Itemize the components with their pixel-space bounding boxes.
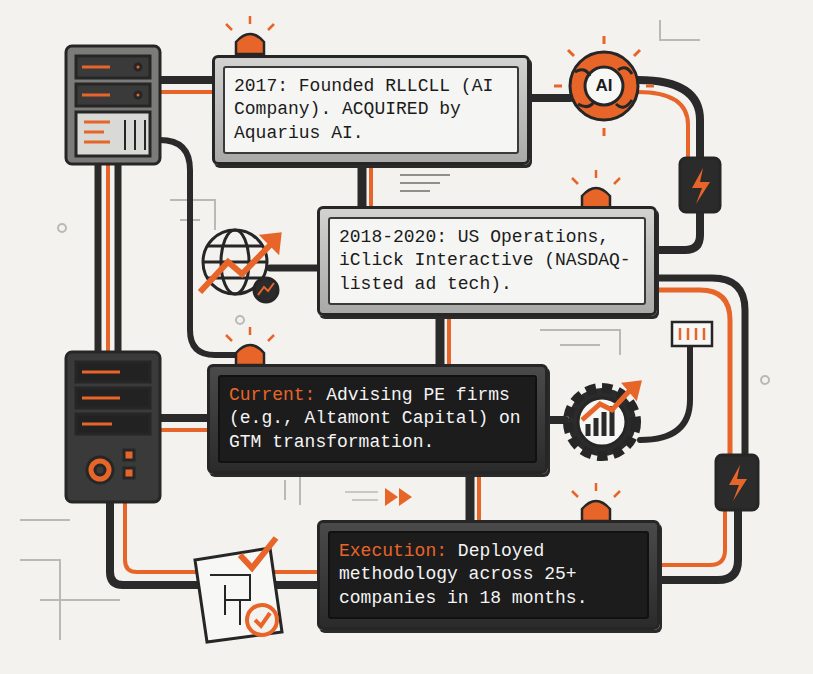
- box-text: 2018-2020: US Operations, iClick Interac…: [339, 227, 631, 294]
- server-rack-part: [82, 67, 110, 142]
- server-rack-part: [135, 92, 141, 98]
- gear-chart-icon-part: [568, 388, 636, 456]
- cables-part: [638, 80, 700, 158]
- server-rack-part: [135, 64, 141, 70]
- blueprint-checklist-part: [255, 613, 270, 626]
- alarm-lamps-part: [582, 188, 610, 208]
- cable-outer: [436, 316, 445, 364]
- lightning-box-part: [680, 158, 720, 212]
- text-screen: Current:Advising PE firms (e.g., Altamon…: [218, 375, 537, 463]
- globe-growth-icon: [200, 230, 280, 302]
- alarm-lamps-part: [236, 345, 264, 365]
- cables-part: [657, 290, 730, 455]
- light-panel-box: 2018-2020: US Operations, iClick Interac…: [317, 206, 657, 316]
- box-heading: Execution:: [339, 541, 447, 561]
- server-rack-part: [124, 468, 134, 478]
- cables-part: [657, 212, 700, 250]
- fast-forward-icon: [345, 488, 412, 506]
- box-heading: Current:: [229, 385, 315, 405]
- fast-forward-icon-part: [345, 492, 378, 500]
- ai-brain-icon: [554, 36, 654, 136]
- text-screen: 2018-2020: US Operations, iClick Interac…: [328, 217, 646, 305]
- blueprint-checklist-part: [247, 605, 277, 635]
- circuit-traces-part: [58, 224, 66, 232]
- cables-part: [638, 92, 688, 158]
- cables-part: [657, 278, 745, 455]
- cable-outer: [358, 165, 367, 206]
- circuit-traces-part: [236, 316, 244, 324]
- cable-connector: [362, 165, 371, 206]
- blueprint-checklist-part: [240, 538, 276, 568]
- icon-label: AI: [596, 76, 613, 96]
- blueprint-checklist-part: [210, 575, 250, 625]
- gear-chart-icon-part: [582, 388, 632, 420]
- cables-part: [640, 345, 690, 440]
- cable-inner: [447, 316, 451, 364]
- lightning-box-part: [729, 465, 747, 501]
- circuit-traces-part: [761, 376, 769, 384]
- cable-outer: [466, 474, 475, 520]
- cable-inner: [477, 474, 481, 520]
- ai-brain-icon-part: [585, 67, 623, 105]
- ai-brain-icon-part: [575, 68, 632, 107]
- cables-part: [548, 416, 565, 424]
- globe-growth-icon-part: [254, 278, 278, 302]
- globe-growth-icon-part: [258, 283, 274, 295]
- cables-part: [270, 265, 317, 272]
- lightning-box-part: [716, 455, 758, 510]
- gear-chart-icon: [568, 382, 640, 456]
- connector-block: [672, 322, 712, 346]
- cables-part: [530, 94, 570, 102]
- connector-block-part: [672, 322, 712, 346]
- text-screen: Execution:Deployed methodology across 25…: [328, 531, 649, 619]
- server-rack-part: [95, 465, 105, 475]
- cables-part: [106, 163, 110, 352]
- alarm-lamps-part: [582, 501, 610, 521]
- dark-panel-box: Execution:Deployed methodology across 25…: [317, 520, 660, 630]
- fast-forward-icon-part: [385, 488, 412, 506]
- circuit-traces: [20, 20, 769, 640]
- cable-inner: [369, 165, 373, 206]
- server-rack-part: [66, 352, 160, 502]
- server-rack-part: [66, 46, 160, 164]
- blueprint-checklist-part: [195, 548, 282, 642]
- cable-connector: [440, 316, 449, 364]
- alarm-lamps-part: [236, 34, 264, 54]
- cables-part: [660, 510, 725, 565]
- server-rack-part: [76, 112, 150, 156]
- server-rack-part: [125, 120, 145, 150]
- cable-connector: [470, 474, 479, 520]
- server-rack: [66, 46, 160, 164]
- gear-chart-icon-part: [624, 382, 640, 398]
- blueprint-checklist: [195, 538, 282, 642]
- server-rack-part: [124, 450, 134, 460]
- server-rack-part: [87, 457, 113, 483]
- server-rack: [66, 352, 160, 502]
- text-screen: 2017: Founded RLLCLL (AI Company). ACQUI…: [223, 66, 519, 154]
- light-panel-box: 2017: Founded RLLCLL (AI Company). ACQUI…: [212, 55, 530, 165]
- box-text: 2017: Founded RLLCLL (AI Company). ACQUI…: [234, 76, 493, 143]
- lightning-box-part: [692, 168, 710, 204]
- connector-block-part: [680, 328, 704, 340]
- dark-panel-box: Current:Advising PE firms (e.g., Altamon…: [207, 364, 548, 474]
- cables-part: [98, 163, 118, 352]
- cables-part: [660, 510, 738, 580]
- server-rack-part: [82, 372, 120, 424]
- ai-brain-icon-part: [554, 36, 654, 136]
- globe-growth-icon-part: [262, 234, 280, 252]
- ai-brain-icon-part: [570, 52, 638, 120]
- circuit-traces-part: [400, 175, 450, 191]
